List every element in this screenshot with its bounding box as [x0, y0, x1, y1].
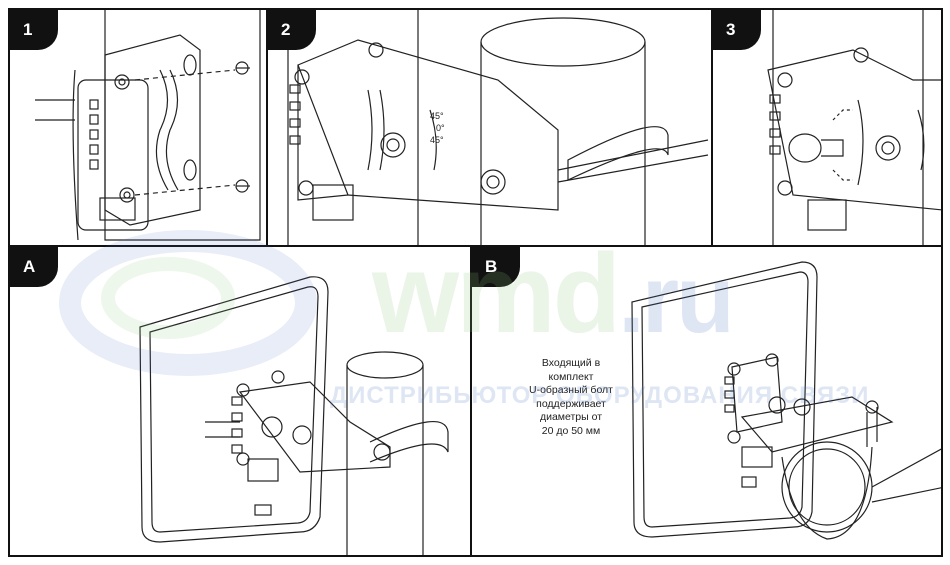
- u-bolt-note-line: комплект: [548, 370, 594, 383]
- step-3-panel: 3: [711, 8, 943, 247]
- step-2-panel: 2 45° 0° 45°: [266, 8, 713, 247]
- u-bolt-note-line: 20 до 50 мм: [541, 424, 601, 437]
- tilt-adjust-illustration: [767, 10, 941, 245]
- assembly-a-panel: A: [8, 245, 472, 557]
- u-bolt-note-line: Входящий в: [541, 357, 601, 369]
- step-3-label: 3: [713, 10, 761, 50]
- u-bolt-note: Входящий в комплект U-образный болт подд…: [512, 357, 630, 438]
- pole-clamp-illustration: [287, 10, 709, 245]
- step-2-label: 2: [268, 10, 316, 50]
- tilt-scale: 45° 0° 45°: [430, 110, 445, 146]
- assembled-horizontal-mount-illustration: [631, 261, 941, 540]
- step-1-label: 1: [10, 10, 58, 50]
- bracket-mount-illustration: [35, 10, 261, 241]
- u-bolt-note-line: диаметры от: [539, 411, 603, 423]
- u-bolt-note-line: U-образный болт: [529, 384, 613, 396]
- tilt-middle-label: 0°: [436, 123, 445, 133]
- tilt-bottom-label: 45°: [430, 135, 444, 145]
- assembled-vertical-mount-illustration: [139, 276, 449, 555]
- u-bolt-note-line: поддерживает: [536, 397, 606, 410]
- tilt-top-label: 45°: [430, 111, 444, 121]
- step-1-panel: 1: [8, 8, 268, 247]
- assembly-b-panel: B Входящий в комплект U-образный болт по…: [470, 245, 943, 557]
- assembly-a-label: A: [10, 247, 58, 287]
- assembly-b-label: B: [472, 247, 520, 287]
